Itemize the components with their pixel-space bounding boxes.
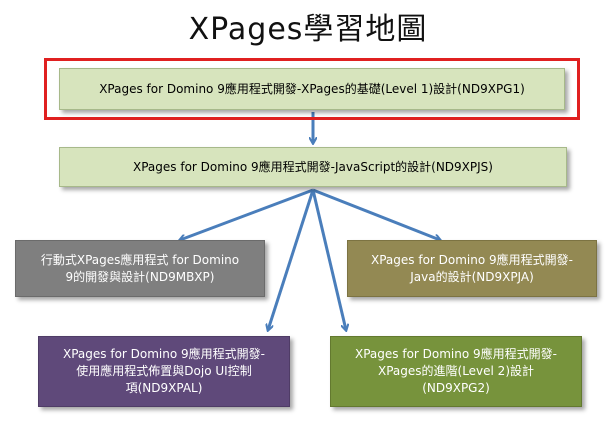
course-box-java: XPages for Domino 9應用程式開發- Java的設計(ND9XP… [347,240,597,297]
course-box-mobile: 行動式XPages應用程式 for Domino 9的開發與設計(ND9MBXP… [15,240,265,297]
course-label-java-line1: XPages for Domino 9應用程式開發- [371,252,573,267]
course-box-javascript: XPages for Domino 9應用程式開發-JavaScript的設計(… [59,147,567,187]
course-label-level2-line1: XPages for Domino 9應用程式開發- [355,347,557,361]
course-label-mobile-line1: 行動式XPages應用程式 for Domino [40,252,240,267]
course-label-java-line2: Java的設計(ND9XPJA) [410,269,534,284]
course-label-level1: XPages for Domino 9應用程式開發-XPages的基礎(Leve… [99,81,525,96]
course-label-layout-line1: XPages for Domino 9應用程式開發- [63,347,265,361]
course-box-level2: XPages for Domino 9應用程式開發- XPages的進階(Lev… [330,336,582,407]
course-label-mobile-line2: 9的開發與設計(ND9MBXP) [65,269,215,284]
course-box-level1: XPages for Domino 9應用程式開發-XPages的基礎(Leve… [59,68,565,110]
course-label-layout-line2: 使用應用程式佈置與Dojo UI控制 [76,364,252,378]
course-label-javascript: XPages for Domino 9應用程式開發-JavaScript的設計(… [133,159,493,174]
course-label-layout-line3: 項(ND9XPAL) [125,381,203,395]
course-label-level2-line3: (ND9XPG2) [422,381,490,395]
highlight-frame [44,58,580,120]
arrow-javascript-to-mobile [180,188,314,240]
course-box-layout: XPages for Domino 9應用程式開發- 使用應用程式佈置與Dojo… [38,336,290,407]
arrow-javascript-to-java [312,188,440,240]
arrow-javascript-to-level2 [311,189,346,330]
page-title: XPages學習地圖 [188,12,428,47]
arrow-javascript-to-layout [268,189,315,330]
course-label-level2-line2: XPages的進階(Level 2)設計 [377,364,534,378]
